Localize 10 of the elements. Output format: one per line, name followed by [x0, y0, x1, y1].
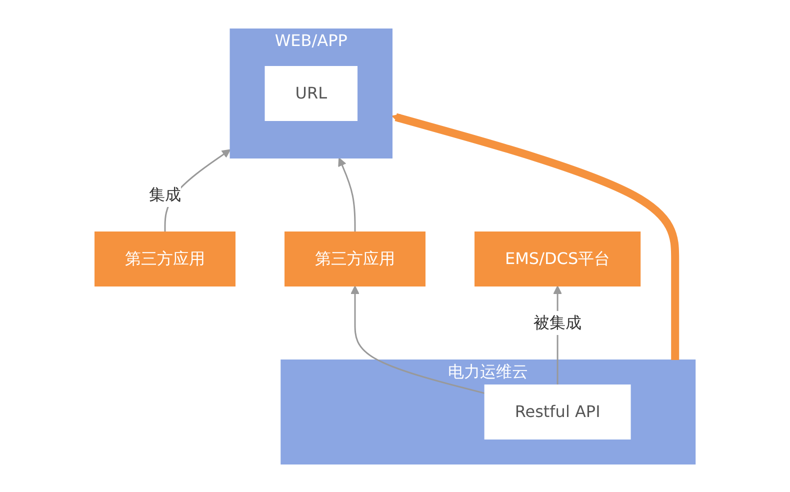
arrow — [350, 285, 485, 394]
node-box: EMS/DCS平台 — [474, 231, 641, 286]
edge-label: 被集成 — [533, 312, 582, 332]
edge-label: 集成 — [148, 184, 181, 204]
node-box: 第三方应用 — [94, 231, 236, 286]
node-box: URL — [264, 66, 358, 120]
node-box: Restful API — [484, 384, 631, 439]
arrow — [392, 112, 680, 360]
arrow — [338, 157, 356, 232]
node-box: 第三方应用 — [284, 231, 426, 286]
